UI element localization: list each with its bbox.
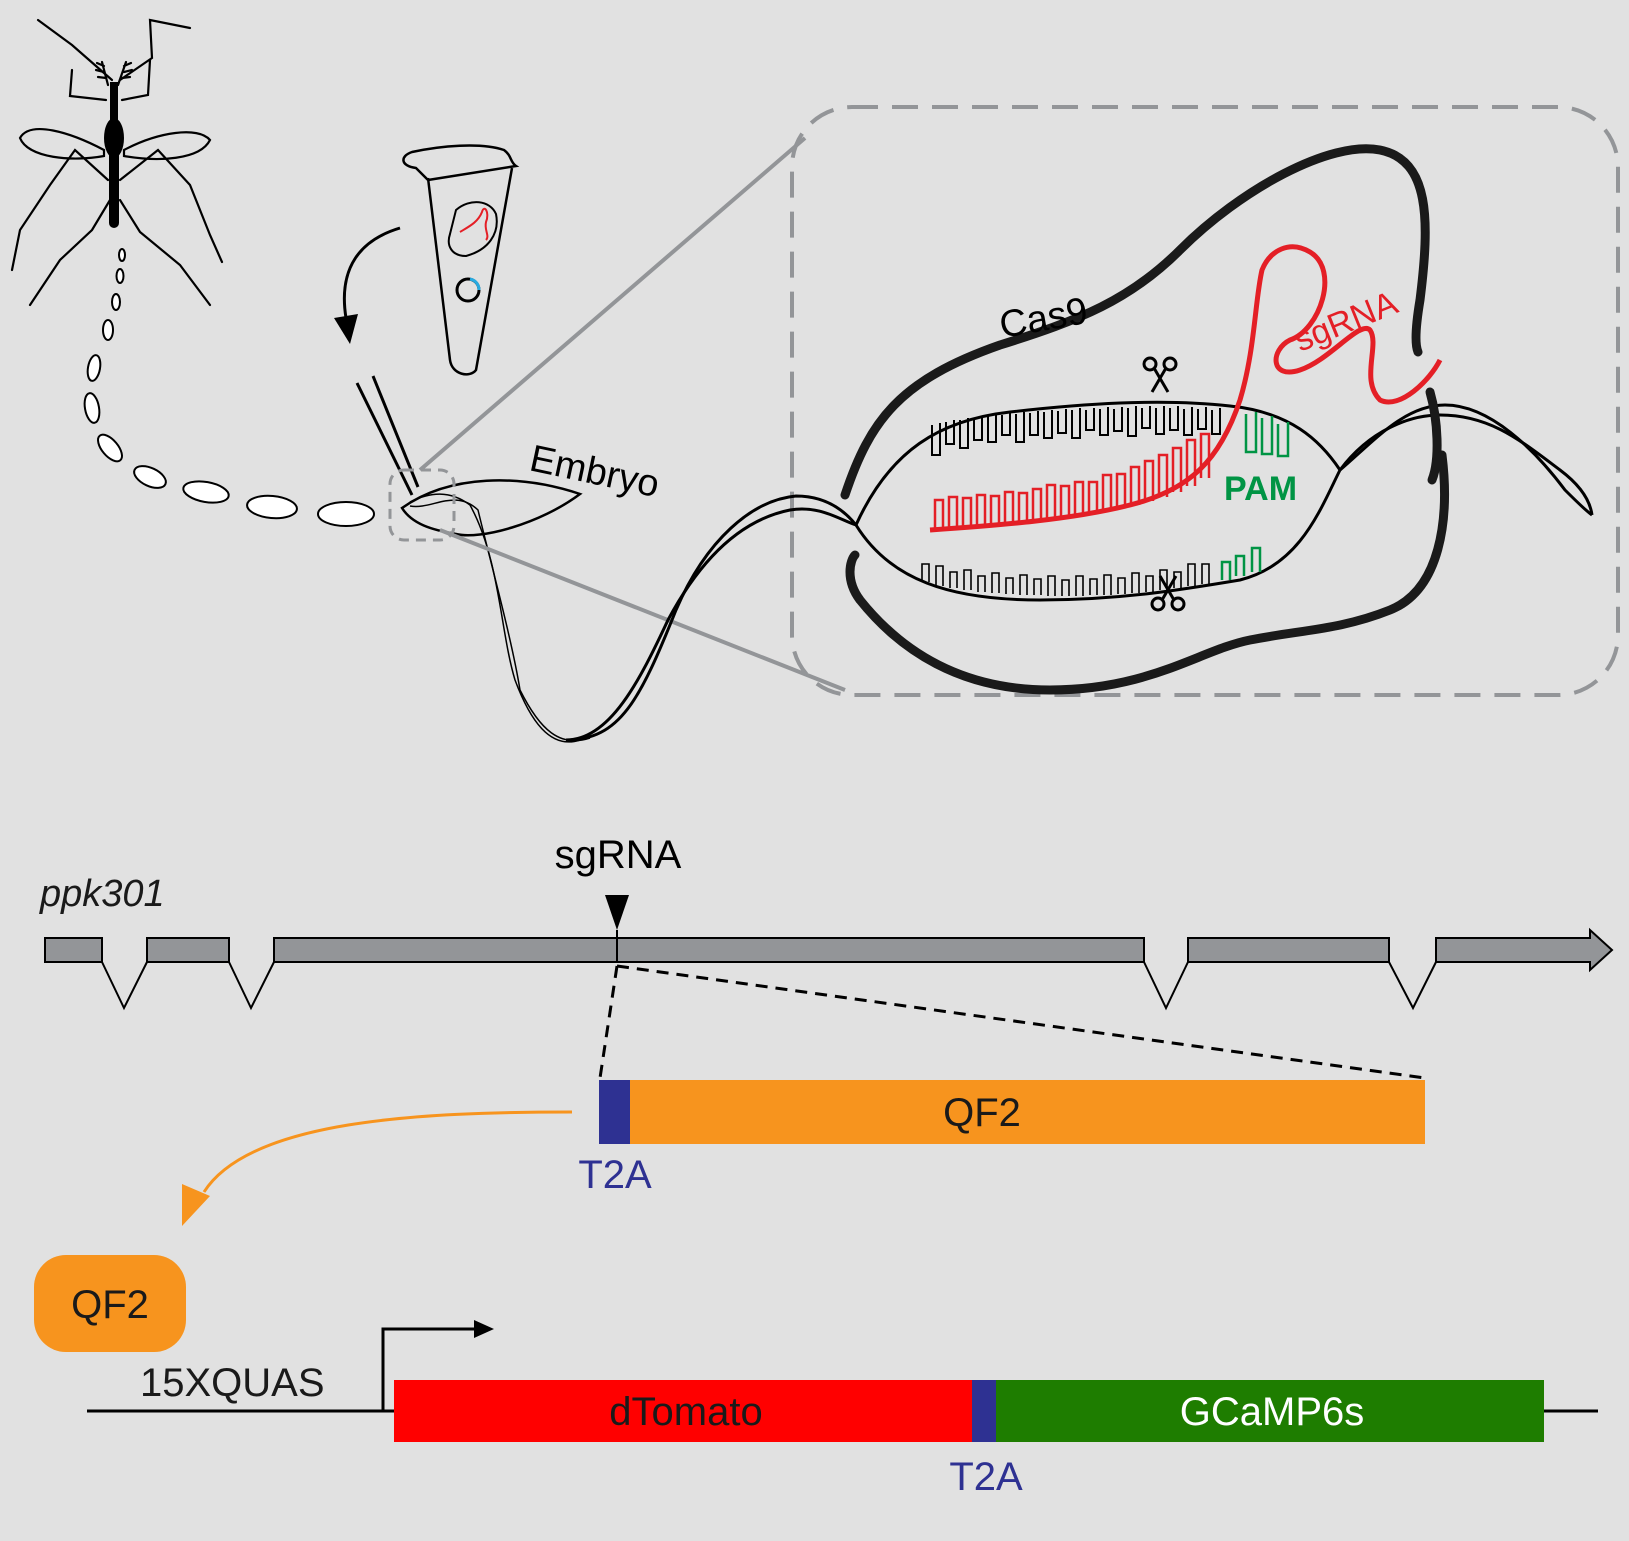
sgrna-bases: [933, 432, 1211, 530]
target-strand-bottom: [854, 469, 1342, 602]
exon-1: [44, 937, 103, 963]
tss-arrow-head: [474, 1320, 494, 1338]
promoter-label: 15XQUAS: [140, 1361, 325, 1405]
embryo-shape: [400, 479, 583, 537]
tss-arrow: [381, 1327, 478, 1411]
sgrna-backbone: [929, 244, 1443, 533]
bottom-strand-bases: [921, 563, 1210, 596]
exon-3: [273, 937, 1145, 963]
insert-qf2-segment: [630, 1080, 1425, 1144]
scissors-icon-bottom: [1150, 575, 1186, 612]
insertion-dashes: [598, 964, 1426, 1080]
reporter-t2a-label: T2A: [949, 1455, 1023, 1499]
sgrna-site-marker: [605, 895, 629, 930]
sgrna-label-top: sgRNA: [1289, 284, 1403, 360]
reporter-t2a-segment: [972, 1380, 996, 1442]
top-strand-bases: [931, 406, 1221, 456]
zoom-line-lower: [439, 528, 846, 692]
embryo-dna-strand-b: [409, 499, 591, 742]
exon-4: [1187, 937, 1390, 963]
target-strand-top: [854, 400, 1342, 526]
exon-2: [146, 937, 230, 963]
qf2-expression-arrow-head: [182, 1184, 210, 1226]
qf2-expression-arrow: [202, 1110, 573, 1193]
insert-t2a-label: T2A: [578, 1153, 652, 1197]
zoom-line-upper: [418, 136, 807, 472]
scissors-icon-top: [1142, 356, 1178, 393]
injection-arrow: [342, 226, 401, 319]
embryo-dna-strand-a: [409, 493, 581, 743]
tube-rna: [459, 207, 489, 241]
qf2-protein-label: QF2: [71, 1283, 149, 1327]
insert-qf2-label: QF2: [943, 1091, 1021, 1135]
embryo-label: Embryo: [526, 438, 663, 506]
mosquito-illustration: [10, 18, 224, 307]
qf2-protein-badge: [34, 1255, 186, 1352]
gcamp-label: GCaMP6s: [1180, 1390, 1365, 1434]
tube-plasmid-marker: [469, 277, 481, 291]
pam-bases-bottom: [1220, 546, 1262, 580]
pam-bases-top: [1244, 412, 1290, 458]
injection-needle: [355, 375, 420, 496]
zoom-source-box: [388, 468, 456, 542]
injection-tube: [402, 144, 520, 376]
injection-arrow-head: [334, 314, 358, 344]
mosquito-body: [104, 82, 124, 228]
insert-t2a-segment: [599, 1080, 630, 1144]
exon-5-arrow: [1435, 927, 1614, 973]
introns: [101, 961, 1437, 1011]
zoom-inset-box: [790, 105, 1620, 697]
sgrna-site-label: sgRNA: [555, 833, 682, 877]
gcamp-segment: [996, 1380, 1544, 1442]
dtomato-segment: [394, 1380, 972, 1442]
dna-helix: [565, 403, 1594, 742]
pam-label: PAM: [1224, 470, 1297, 508]
cas9-label: Cas9: [996, 290, 1091, 347]
dtomato-label: dTomato: [609, 1390, 762, 1434]
egg-trail: [83, 248, 375, 527]
cas9-protein: [840, 144, 1449, 695]
gene-name: ppk301: [39, 873, 165, 915]
gene-exons: [44, 927, 1614, 973]
